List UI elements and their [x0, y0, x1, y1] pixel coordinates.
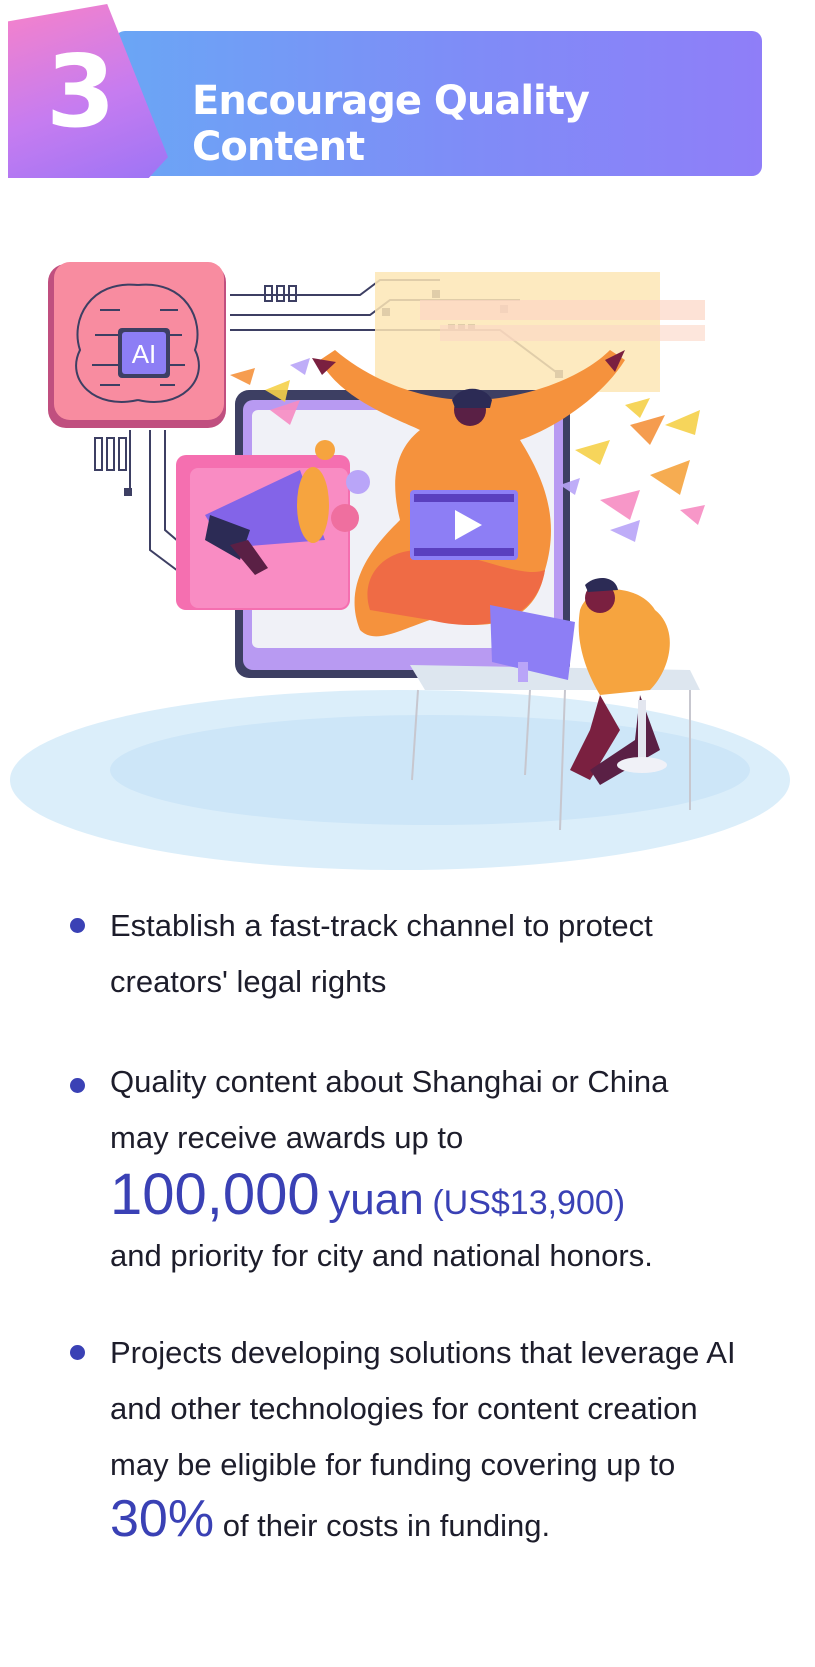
confetti: [230, 358, 705, 542]
bullet-2-line-1: Quality content about Shanghai or China: [110, 1064, 669, 1099]
bullet-2-line-4: and priority for city and national honor…: [110, 1238, 653, 1273]
ai-brain-chip: AI: [48, 262, 226, 428]
person-at-desk: [410, 578, 700, 831]
play-video-icon: [410, 490, 518, 560]
bullet-3-line-1: Projects developing solutions that lever…: [110, 1335, 736, 1370]
section-title: Encourage Quality Content: [192, 78, 590, 170]
bullet-text-1: Establish a fast-track channel to protec…: [110, 898, 790, 1010]
bullet-3-line-3: may be eligible for funding covering up …: [110, 1447, 676, 1482]
megaphone-card: [176, 440, 370, 610]
award-currency: yuan: [328, 1175, 424, 1224]
funding-line: 30% of their costs in funding.: [110, 1493, 790, 1557]
content-creation-illustration: AI: [10, 262, 790, 870]
bullet-1-line-1: Establish a fast-track channel to protec…: [110, 908, 653, 943]
bullet-1-line-2: creators' legal rights: [110, 964, 387, 999]
bullet-text-3: Projects developing solutions that lever…: [110, 1325, 790, 1557]
bullet-3-line-2: and other technologies for content creat…: [110, 1391, 698, 1426]
section-number: 3: [46, 33, 116, 150]
ai-chip-label: AI: [132, 339, 157, 369]
funding-tail: of their costs in funding.: [222, 1508, 551, 1543]
award-amount: 100,000: [110, 1162, 320, 1227]
bullet-dot-2: [70, 1078, 85, 1093]
funding-percent: 30%: [110, 1490, 215, 1548]
bullet-text-2: Quality content about Shanghai or China …: [110, 1054, 790, 1284]
bullet-2-line-2: may receive awards up to: [110, 1120, 464, 1155]
award-usd: (US$13,900): [432, 1184, 626, 1222]
header-banner: [115, 31, 762, 176]
bullet-dot-3: [70, 1345, 85, 1360]
bullet-dot-1: [70, 918, 85, 933]
award-amount-line: 100,000 yuan (US$13,900): [110, 1166, 790, 1228]
